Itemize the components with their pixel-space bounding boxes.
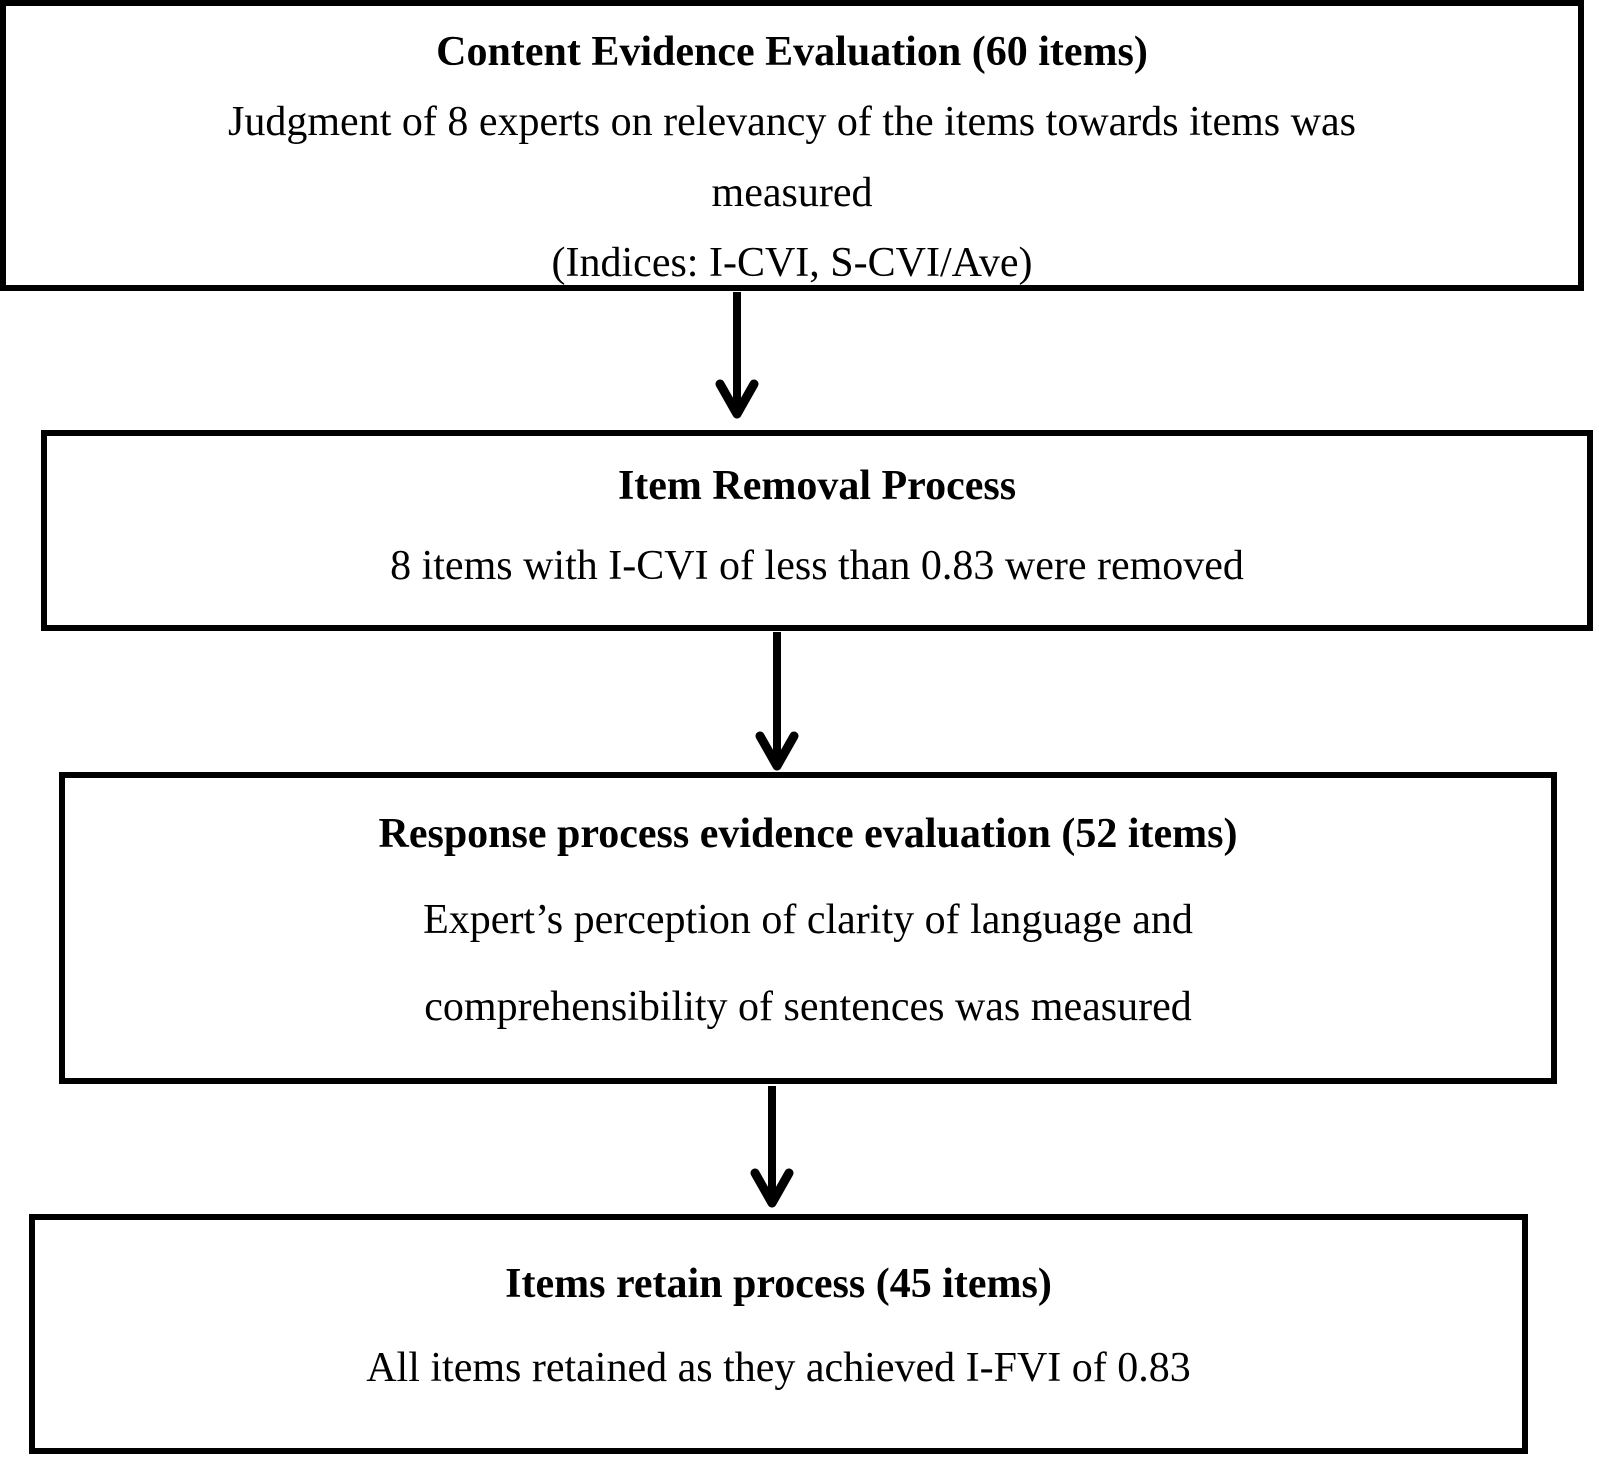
box-line: comprehensibility of sentences was measu…: [424, 983, 1192, 1030]
box-line: All items retained as they achieved I-FV…: [366, 1345, 1191, 1392]
down-arrow-icon: [755, 632, 799, 771]
box-line: Judgment of 8 experts on relevancy of th…: [228, 99, 1356, 146]
down-arrow-icon: [750, 1086, 794, 1208]
box-title: Content Evidence Evaluation (60 items): [436, 29, 1148, 75]
box-title: Items retain process (45 items): [505, 1261, 1052, 1307]
flow-box-response-process-evidence-evaluation: Response process evidence evaluation (52…: [59, 772, 1557, 1084]
down-arrow-icon: [715, 292, 759, 419]
flow-box-items-retain-process: Items retain process (45 items) All item…: [29, 1214, 1528, 1454]
box-line: (Indices: I-CVI, S-CVI/Ave): [551, 239, 1033, 286]
flow-box-item-removal-process: Item Removal Process 8 items with I-CVI …: [41, 430, 1593, 631]
box-line: measured: [711, 169, 873, 216]
box-title: Item Removal Process: [617, 463, 1017, 509]
box-line: 8 items with I-CVI of less than 0.83 wer…: [390, 543, 1244, 590]
box-title: Response process evidence evaluation (52…: [378, 811, 1238, 857]
box-line: Expert’s perception of clarity of langua…: [423, 897, 1193, 944]
flow-box-content-evidence-evaluation: Content Evidence Evaluation (60 items) J…: [0, 0, 1584, 291]
